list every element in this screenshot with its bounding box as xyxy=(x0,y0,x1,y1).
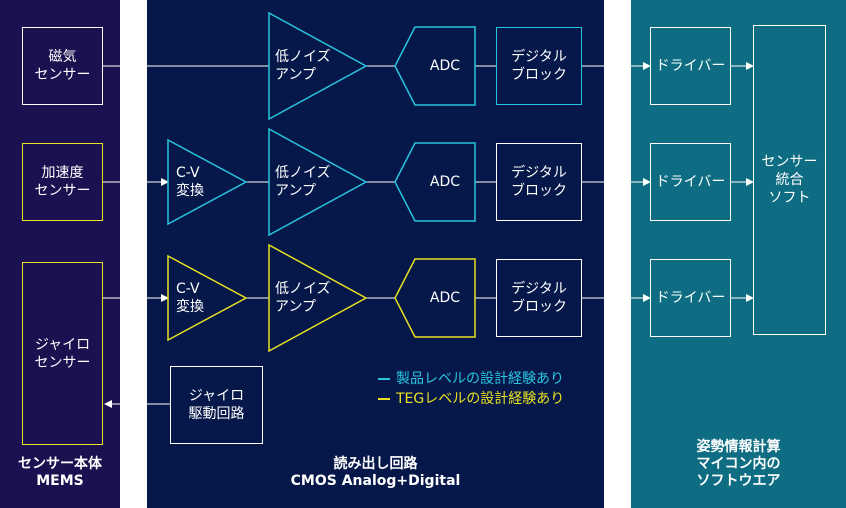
software-panel-title: 姿勢情報計算 マイコン内の ソフトウエア xyxy=(696,439,781,489)
adc-shape-1 xyxy=(394,26,476,106)
adc-label-1: ADC xyxy=(429,58,461,74)
adc-shape-2 xyxy=(394,142,476,222)
mems-panel: センサー本体 MEMS xyxy=(0,0,120,508)
legend-teg-label: TEGレベルの設計経験あり xyxy=(396,391,565,407)
adc-label-3: ADC xyxy=(429,290,461,306)
digital-block-label-3: デジタル ブロック xyxy=(511,281,567,315)
digital-block-2: デジタル ブロック xyxy=(496,143,582,221)
cv-triangle-3 xyxy=(167,254,248,342)
driver-label-3: ドライバー xyxy=(655,290,726,306)
lna-triangle-3 xyxy=(268,243,368,353)
adc-label-2: ADC xyxy=(429,174,461,190)
sensor-fusion-label: センサー 統合 ソフト xyxy=(761,154,818,206)
digital-block-label-2: デジタル ブロック xyxy=(511,165,567,199)
readout-panel: 読み出し回路 CMOS Analog+Digital xyxy=(147,0,604,508)
cv-label-2: C-V 変換 xyxy=(176,165,204,199)
mems-panel-title: センサー本体 MEMS xyxy=(18,456,102,489)
gyro-sensor-box: ジャイロ センサー xyxy=(22,262,103,445)
adc-shape-3 xyxy=(394,258,476,338)
driver-box-2: ドライバー xyxy=(650,143,731,221)
cv-label-3: C-V 変換 xyxy=(176,281,204,315)
gyro-drive-box: ジャイロ 駆動回路 xyxy=(170,366,263,444)
driver-label-2: ドライバー xyxy=(655,174,726,190)
magnetic-sensor-box: 磁気 センサー xyxy=(22,27,103,105)
gyro-drive-label: ジャイロ 駆動回路 xyxy=(188,388,245,422)
sensor-fusion-box: センサー 統合 ソフト xyxy=(753,25,826,335)
lna-label-2: 低ノイズ アンプ xyxy=(275,165,331,199)
lna-triangle-2 xyxy=(268,127,368,237)
lna-label-3: 低ノイズ アンプ xyxy=(275,281,331,315)
lna-triangle-1 xyxy=(268,11,368,121)
software-panel: 姿勢情報計算 マイコン内の ソフトウエア xyxy=(631,0,846,508)
driver-label-1: ドライバー xyxy=(655,58,726,74)
digital-block-3: デジタル ブロック xyxy=(496,259,582,337)
driver-box-3: ドライバー xyxy=(650,259,731,337)
digital-block-1: デジタル ブロック xyxy=(496,27,582,105)
accel-sensor-box: 加速度 センサー xyxy=(22,143,103,221)
legend-product-label: 製品レベルの設計経験あり xyxy=(396,371,564,387)
magnetic-sensor-label: 磁気 センサー xyxy=(34,49,91,83)
digital-block-label-1: デジタル ブロック xyxy=(511,49,567,83)
driver-box-1: ドライバー xyxy=(650,27,731,105)
accel-sensor-label: 加速度 センサー xyxy=(34,165,91,199)
gyro-sensor-label: ジャイロ センサー xyxy=(34,336,91,371)
lna-label-1: 低ノイズ アンプ xyxy=(275,49,331,83)
readout-panel-title: 読み出し回路 CMOS Analog+Digital xyxy=(290,456,461,489)
cv-triangle-2 xyxy=(167,138,248,226)
